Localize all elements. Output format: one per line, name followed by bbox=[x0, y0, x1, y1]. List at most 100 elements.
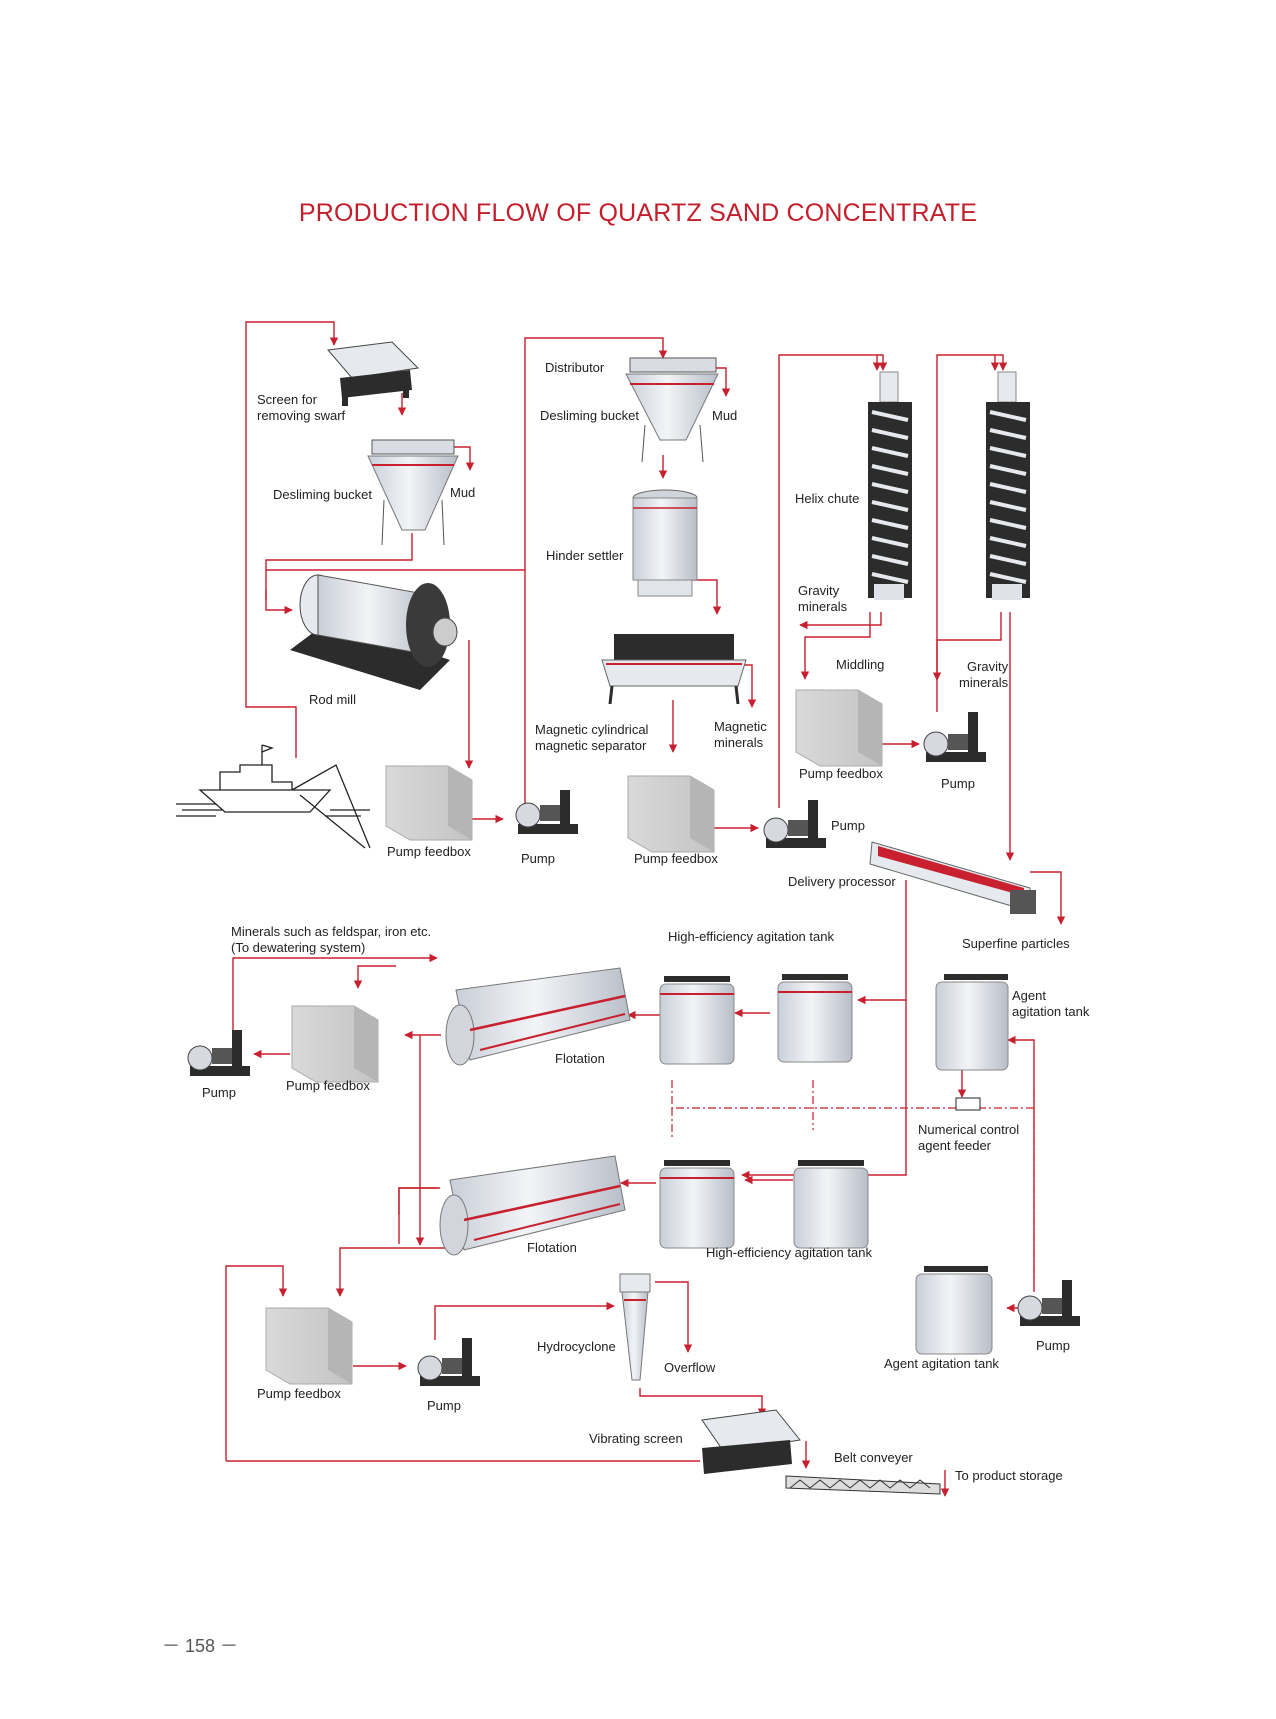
pump-feedbox-1-shape bbox=[385, 765, 473, 841]
screen-swarf-equipment bbox=[327, 341, 420, 406]
label-mud-1: Mud bbox=[450, 485, 476, 500]
label-belt-conveyer: Belt conveyer bbox=[834, 1450, 913, 1465]
flow-line bbox=[524, 337, 668, 806]
helix-chute-1 bbox=[868, 371, 912, 600]
flow-line bbox=[225, 1265, 288, 1461]
label-magnetic-minerals: Magnetic minerals bbox=[714, 719, 767, 750]
flow-line bbox=[1007, 1035, 1035, 1292]
flow-line bbox=[932, 612, 1002, 681]
label-flotation-2: Flotation bbox=[527, 1240, 577, 1255]
label-agent-agitation-tank-2: Agent agitation tank bbox=[884, 1356, 999, 1371]
agitation-tank-2 bbox=[777, 974, 853, 1063]
page-number: － 158 － bbox=[162, 1636, 239, 1656]
helix-chute-2 bbox=[986, 371, 1030, 600]
flow-line bbox=[857, 880, 907, 1005]
label-agent-agitation-tank-1: Agent agitation tank bbox=[1012, 988, 1090, 1019]
label-hydrocyclone: Hydrocyclone bbox=[537, 1339, 616, 1354]
label-mud-2: Mud bbox=[712, 408, 738, 423]
flow-line bbox=[265, 533, 413, 615]
label-high-eff-tank-1: High-efficiency agitation tank bbox=[668, 929, 834, 944]
desliming-bucket-1 bbox=[367, 439, 459, 546]
label-vibrating-screen: Vibrating screen bbox=[589, 1431, 683, 1446]
pump-2-shape bbox=[763, 800, 826, 848]
label-pump-feedbox-1: Pump feedbox bbox=[387, 844, 471, 859]
label-numerical-feeder: Numerical control agent feeder bbox=[918, 1122, 1020, 1153]
label-pump-2: Pump bbox=[831, 818, 865, 833]
flow-line bbox=[639, 1388, 767, 1417]
flow-line bbox=[799, 612, 882, 630]
dredger-ship bbox=[176, 744, 371, 849]
belt-conveyer-shape bbox=[785, 1475, 941, 1495]
page-title: PRODUCTION FLOW OF QUARTZ SAND CONCENTRA… bbox=[298, 199, 978, 227]
flotation-cell-1 bbox=[445, 967, 631, 1066]
label-pump-5: Pump bbox=[1036, 1338, 1070, 1353]
pump-1-shape bbox=[515, 790, 578, 834]
label-pump-feedbox-3: Pump feedbox bbox=[799, 766, 883, 781]
label-magnetic-separator: Magnetic cylindrical magnetic separator bbox=[535, 722, 649, 753]
flow-line bbox=[450, 446, 475, 471]
flow-line bbox=[1030, 871, 1066, 925]
label-screen-swarf: Screen for removing swarf bbox=[257, 392, 346, 423]
delivery-processor bbox=[869, 841, 1036, 914]
flow-line bbox=[398, 1187, 437, 1215]
flow-line bbox=[744, 664, 757, 708]
label-rod-mill: Rod mill bbox=[309, 692, 356, 707]
agent-tank-2 bbox=[915, 1266, 993, 1355]
flow-line bbox=[655, 1281, 693, 1353]
label-product-storage: To product storage bbox=[955, 1468, 1063, 1483]
magnetic-separator bbox=[601, 634, 747, 705]
pump-3-shape bbox=[923, 712, 986, 762]
label-distributor: Distributor bbox=[545, 360, 605, 375]
flow-line bbox=[245, 321, 339, 758]
label-gravity-minerals-2: Gravity minerals bbox=[959, 659, 1009, 690]
agent-tank-1 bbox=[935, 974, 1009, 1071]
flow-line bbox=[434, 1301, 615, 1340]
rod-mill bbox=[290, 574, 458, 690]
label-pump-feedbox-2: Pump feedbox bbox=[634, 851, 718, 866]
label-minerals-feldspar: Minerals such as feldspar, iron etc. (To… bbox=[231, 924, 432, 955]
flow-line bbox=[353, 965, 396, 989]
label-helix-chute: Helix chute bbox=[795, 491, 860, 506]
flow-line bbox=[232, 953, 438, 1050]
flow-line bbox=[715, 367, 731, 397]
numerical-feeder-box bbox=[955, 1097, 981, 1111]
label-pump-6: Pump bbox=[427, 1398, 461, 1413]
flotation-cell-2 bbox=[439, 1155, 626, 1256]
label-superfine-particles: Superfine particles bbox=[962, 936, 1070, 951]
flow-line bbox=[800, 612, 871, 680]
pump-feedbox-3-shape bbox=[795, 689, 883, 767]
label-gravity-minerals-1: Gravity minerals bbox=[798, 583, 848, 614]
hinder-settler bbox=[632, 489, 698, 597]
flow-line bbox=[335, 1247, 445, 1297]
label-desliming-bucket-1: Desliming bucket bbox=[273, 487, 372, 502]
agitation-tank-3 bbox=[659, 1160, 735, 1249]
label-delivery-processor: Delivery processor bbox=[788, 874, 896, 889]
label-high-eff-tank-2: High-efficiency agitation tank bbox=[706, 1245, 872, 1260]
label-pump-feedbox-4: Pump feedbox bbox=[286, 1078, 370, 1093]
flow-lines bbox=[225, 321, 1066, 1497]
agitation-tank-4 bbox=[793, 1160, 869, 1249]
pump-6-shape bbox=[417, 1338, 480, 1386]
pump-4-shape bbox=[187, 1030, 250, 1076]
label-pump-1: Pump bbox=[521, 851, 555, 866]
label-middling: Middling bbox=[836, 657, 885, 672]
flow-line bbox=[936, 354, 1008, 712]
hydrocyclone-shape bbox=[619, 1273, 651, 1381]
label-pump-4: Pump bbox=[202, 1085, 236, 1100]
agitation-tank-1 bbox=[659, 976, 735, 1065]
vibrating-screen-shape bbox=[701, 1409, 801, 1474]
pump-feedbox-4-shape bbox=[291, 1005, 379, 1083]
desliming-bucket-2 bbox=[625, 357, 719, 463]
flow-line bbox=[778, 354, 888, 808]
label-overflow: Overflow bbox=[664, 1360, 716, 1375]
label-pump-feedbox-5: Pump feedbox bbox=[257, 1386, 341, 1401]
pump-5-shape bbox=[1017, 1280, 1080, 1326]
label-hinder-settler: Hinder settler bbox=[546, 548, 624, 563]
pump-feedbox-2-shape bbox=[627, 775, 715, 853]
control-line bbox=[671, 1080, 964, 1109]
pump-feedbox-5-shape bbox=[265, 1307, 353, 1385]
label-pump-3: Pump bbox=[941, 776, 975, 791]
control-lines bbox=[671, 1080, 1035, 1280]
